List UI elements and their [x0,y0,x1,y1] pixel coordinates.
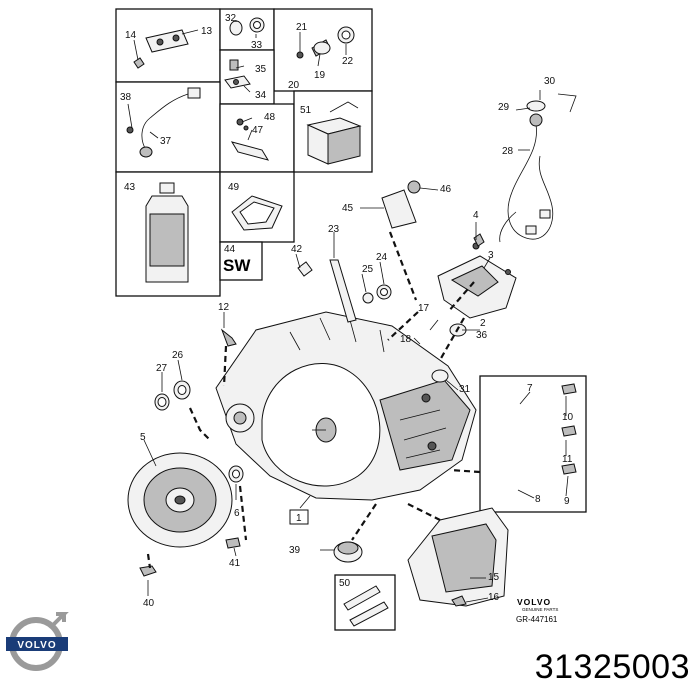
callout-17: 17 [418,303,430,314]
inset-box-37-38 [115,81,221,173]
callout-20: 20 [288,80,300,91]
callout-50: 50 [339,578,351,589]
badge-band [6,637,68,651]
callout-25: 25 [362,264,374,275]
corner-logo-brand: VOLVO [517,597,551,607]
callout-7: 7 [527,383,533,394]
callout-10: 10 [562,412,574,423]
callout-24: 24 [376,252,388,263]
seals-group [154,259,467,563]
volvo-badge-logo: VOLVO [6,612,69,671]
inset-box-valve-body [479,375,587,513]
callout-31: 31 [459,384,471,395]
dashed-leaders [146,231,481,569]
callout-29: 29 [498,102,510,113]
part-number: 31325003 [534,648,690,686]
callout-32: 32 [225,13,237,24]
callout-41: 41 [229,558,241,569]
part-bracket-45-46 [381,180,421,229]
bolts-group [139,233,577,607]
inset-box-44 [219,241,263,281]
callout-9: 9 [564,496,570,507]
inset-box-50 [334,574,396,631]
callout-44: 44 [224,244,236,255]
callout-36: 36 [476,330,488,341]
oil-pan-15 [407,507,509,607]
callout-48: 48 [264,112,276,123]
callout-5: 5 [140,432,146,443]
callout-19: 19 [314,70,326,81]
torque-converter-5 [127,452,233,548]
callout-16: 16 [488,592,500,603]
callout-12: 12 [218,302,230,313]
callout-8: 8 [535,494,541,505]
transmission-housing-1 [215,311,477,501]
callout-11: 11 [562,454,573,465]
callout-4: 4 [473,210,479,221]
callout-3: 3 [488,250,494,261]
sw-label: SW [223,256,251,275]
callout-27: 27 [156,363,168,374]
callout-26: 26 [172,350,184,361]
callout-45: 45 [342,203,354,214]
part-plate-47-48 [230,118,270,161]
callout-43: 43 [124,182,136,193]
callout-33: 33 [251,40,263,51]
callout-42: 42 [291,244,303,255]
part-screw-19-22 [296,26,355,59]
callout-35: 35 [255,64,267,75]
callout-18: 18 [400,334,412,345]
callout-38: 38 [120,92,132,103]
callout-46: 46 [440,184,452,195]
callout-15: 15 [488,572,500,583]
callout-37: 37 [160,136,172,147]
part-washer-32-33 [229,17,265,36]
callout-40: 40 [143,598,155,609]
callout-13: 13 [201,26,213,37]
badge-text: VOLVO [17,640,56,651]
callout-leaders [127,20,569,603]
corner-logo-subtitle: GENUINE PARTS [522,607,558,612]
part-clip-29-30 [526,93,577,113]
part-module-2-3 [437,242,517,319]
callout-39: 39 [289,545,301,556]
callout-21: 21 [296,22,308,33]
callout-22: 22 [342,56,354,67]
callout-49: 49 [228,182,240,193]
corner-volvo-logo: VOLVO GENUINE PARTS GR-447161 [516,597,558,624]
inset-box-47-48 [219,103,295,173]
callout-28: 28 [502,146,514,157]
part-pins-50 [343,585,389,627]
part-bolt-34-35 [224,59,251,89]
callout-34: 34 [255,90,267,101]
inset-box-32-33 [219,8,275,51]
callout-23: 23 [328,224,340,235]
badge-arrow [50,612,69,628]
callout-numbers: 13 14 32 33 21 20 19 22 35 34 38 37 48 4… [120,13,574,609]
part-harness-28 [499,113,554,243]
part-gasket-49 [231,195,283,231]
callout-51: 51 [300,105,312,116]
corner-logo-ref: GR-447161 [516,615,558,624]
part-box-51 [306,101,362,165]
part-sensor-37-38 [126,87,201,158]
callout-47: 47 [252,125,264,136]
inset-box-34-35 [219,49,275,105]
part-bracket-13 [133,29,189,69]
callout-30: 30 [544,76,556,87]
label-1-box [289,509,309,525]
part-fluid-bottle-43 [145,182,189,283]
callout-2: 2 [480,318,486,329]
callout-6: 6 [234,508,240,519]
callout-1: 1 [296,513,302,524]
callout-14: 14 [125,30,137,41]
